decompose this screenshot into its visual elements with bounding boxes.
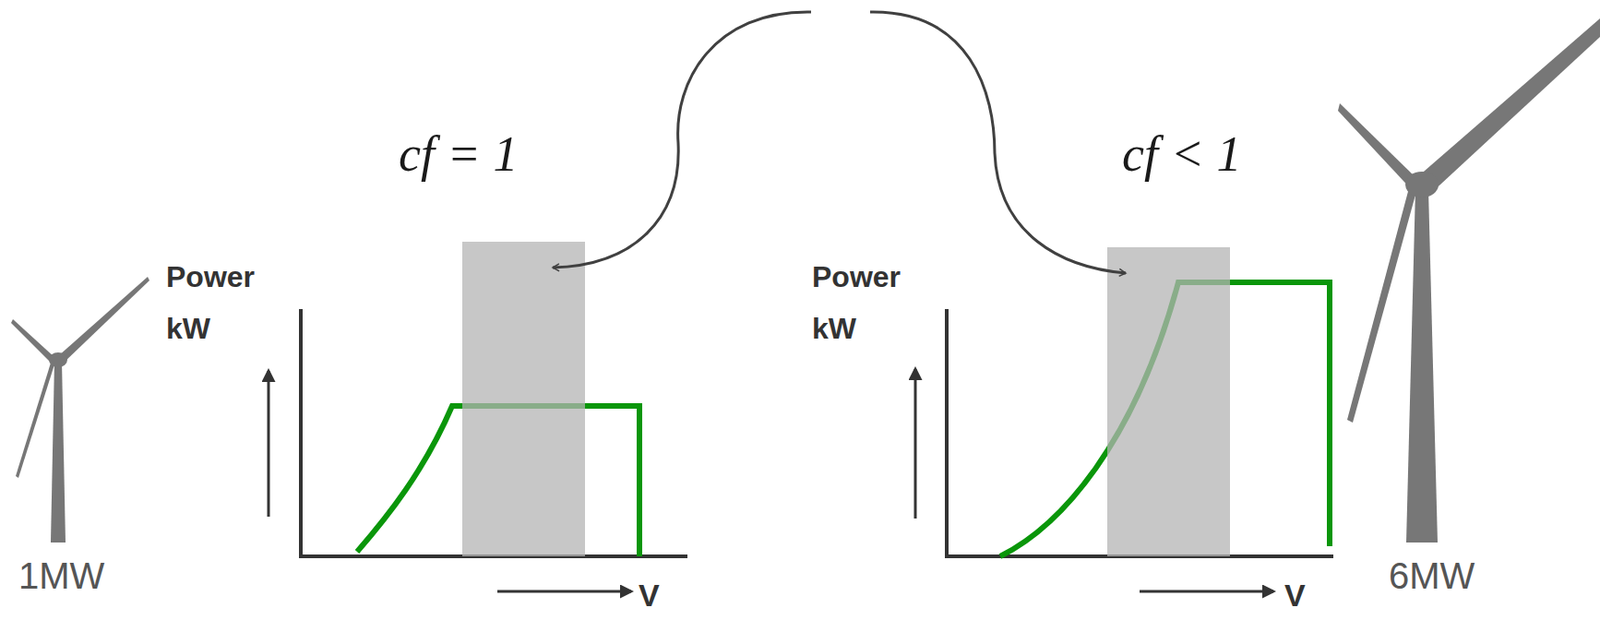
large-turbine: [1337, 18, 1600, 543]
left-power-curve: [268, 241, 688, 592]
capacity-factor-label: cf < 1: [1122, 127, 1242, 182]
capacity-factor-label: cf = 1: [398, 127, 518, 182]
axis-title: Power kW: [811, 250, 916, 355]
right-power-curve: [915, 247, 1334, 592]
pointer-arc: [552, 11, 812, 268]
turbine-rating: 1MW: [18, 557, 105, 595]
axis-label: V: [1284, 579, 1306, 611]
axis-label: V: [638, 579, 660, 611]
turbine-rating: 6MW: [1388, 557, 1475, 595]
axis-title: Power kW: [166, 250, 270, 355]
small-turbine: [11, 276, 150, 543]
pointer-arc: [870, 11, 1126, 274]
